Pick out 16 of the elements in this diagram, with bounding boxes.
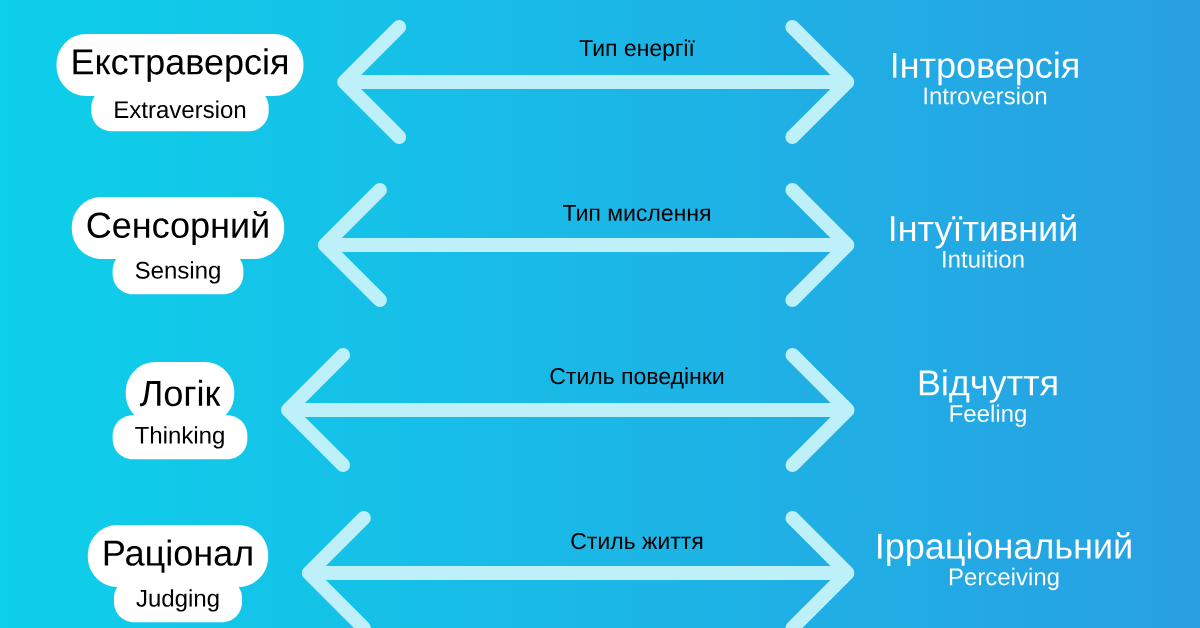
edge-label: Тип енергії xyxy=(579,39,695,61)
trait-label: Ірраціональний Perceiving xyxy=(878,531,1131,591)
edge-label: Тип мислення xyxy=(563,205,710,222)
double-arrow xyxy=(281,348,855,472)
trait-label: Інтроверсія Introversion xyxy=(893,51,1078,105)
pill-label: Екстраверсія Extraversion xyxy=(56,34,304,132)
pill-label: Логік Thinking xyxy=(112,362,248,460)
trait-label: Відчуття Feeling xyxy=(919,369,1057,427)
edge-label: Стиль поведінки xyxy=(550,367,724,389)
double-arrow xyxy=(337,20,855,144)
double-arrow xyxy=(317,183,855,307)
edge-label: Стиль життя xyxy=(571,532,703,550)
trait-label: Інтуїтивний Intuition xyxy=(891,214,1076,268)
double-arrow xyxy=(301,511,855,628)
pill-label: Сенсорний Sensing xyxy=(71,197,285,295)
pill-label: Раціонал Judging xyxy=(87,525,269,623)
